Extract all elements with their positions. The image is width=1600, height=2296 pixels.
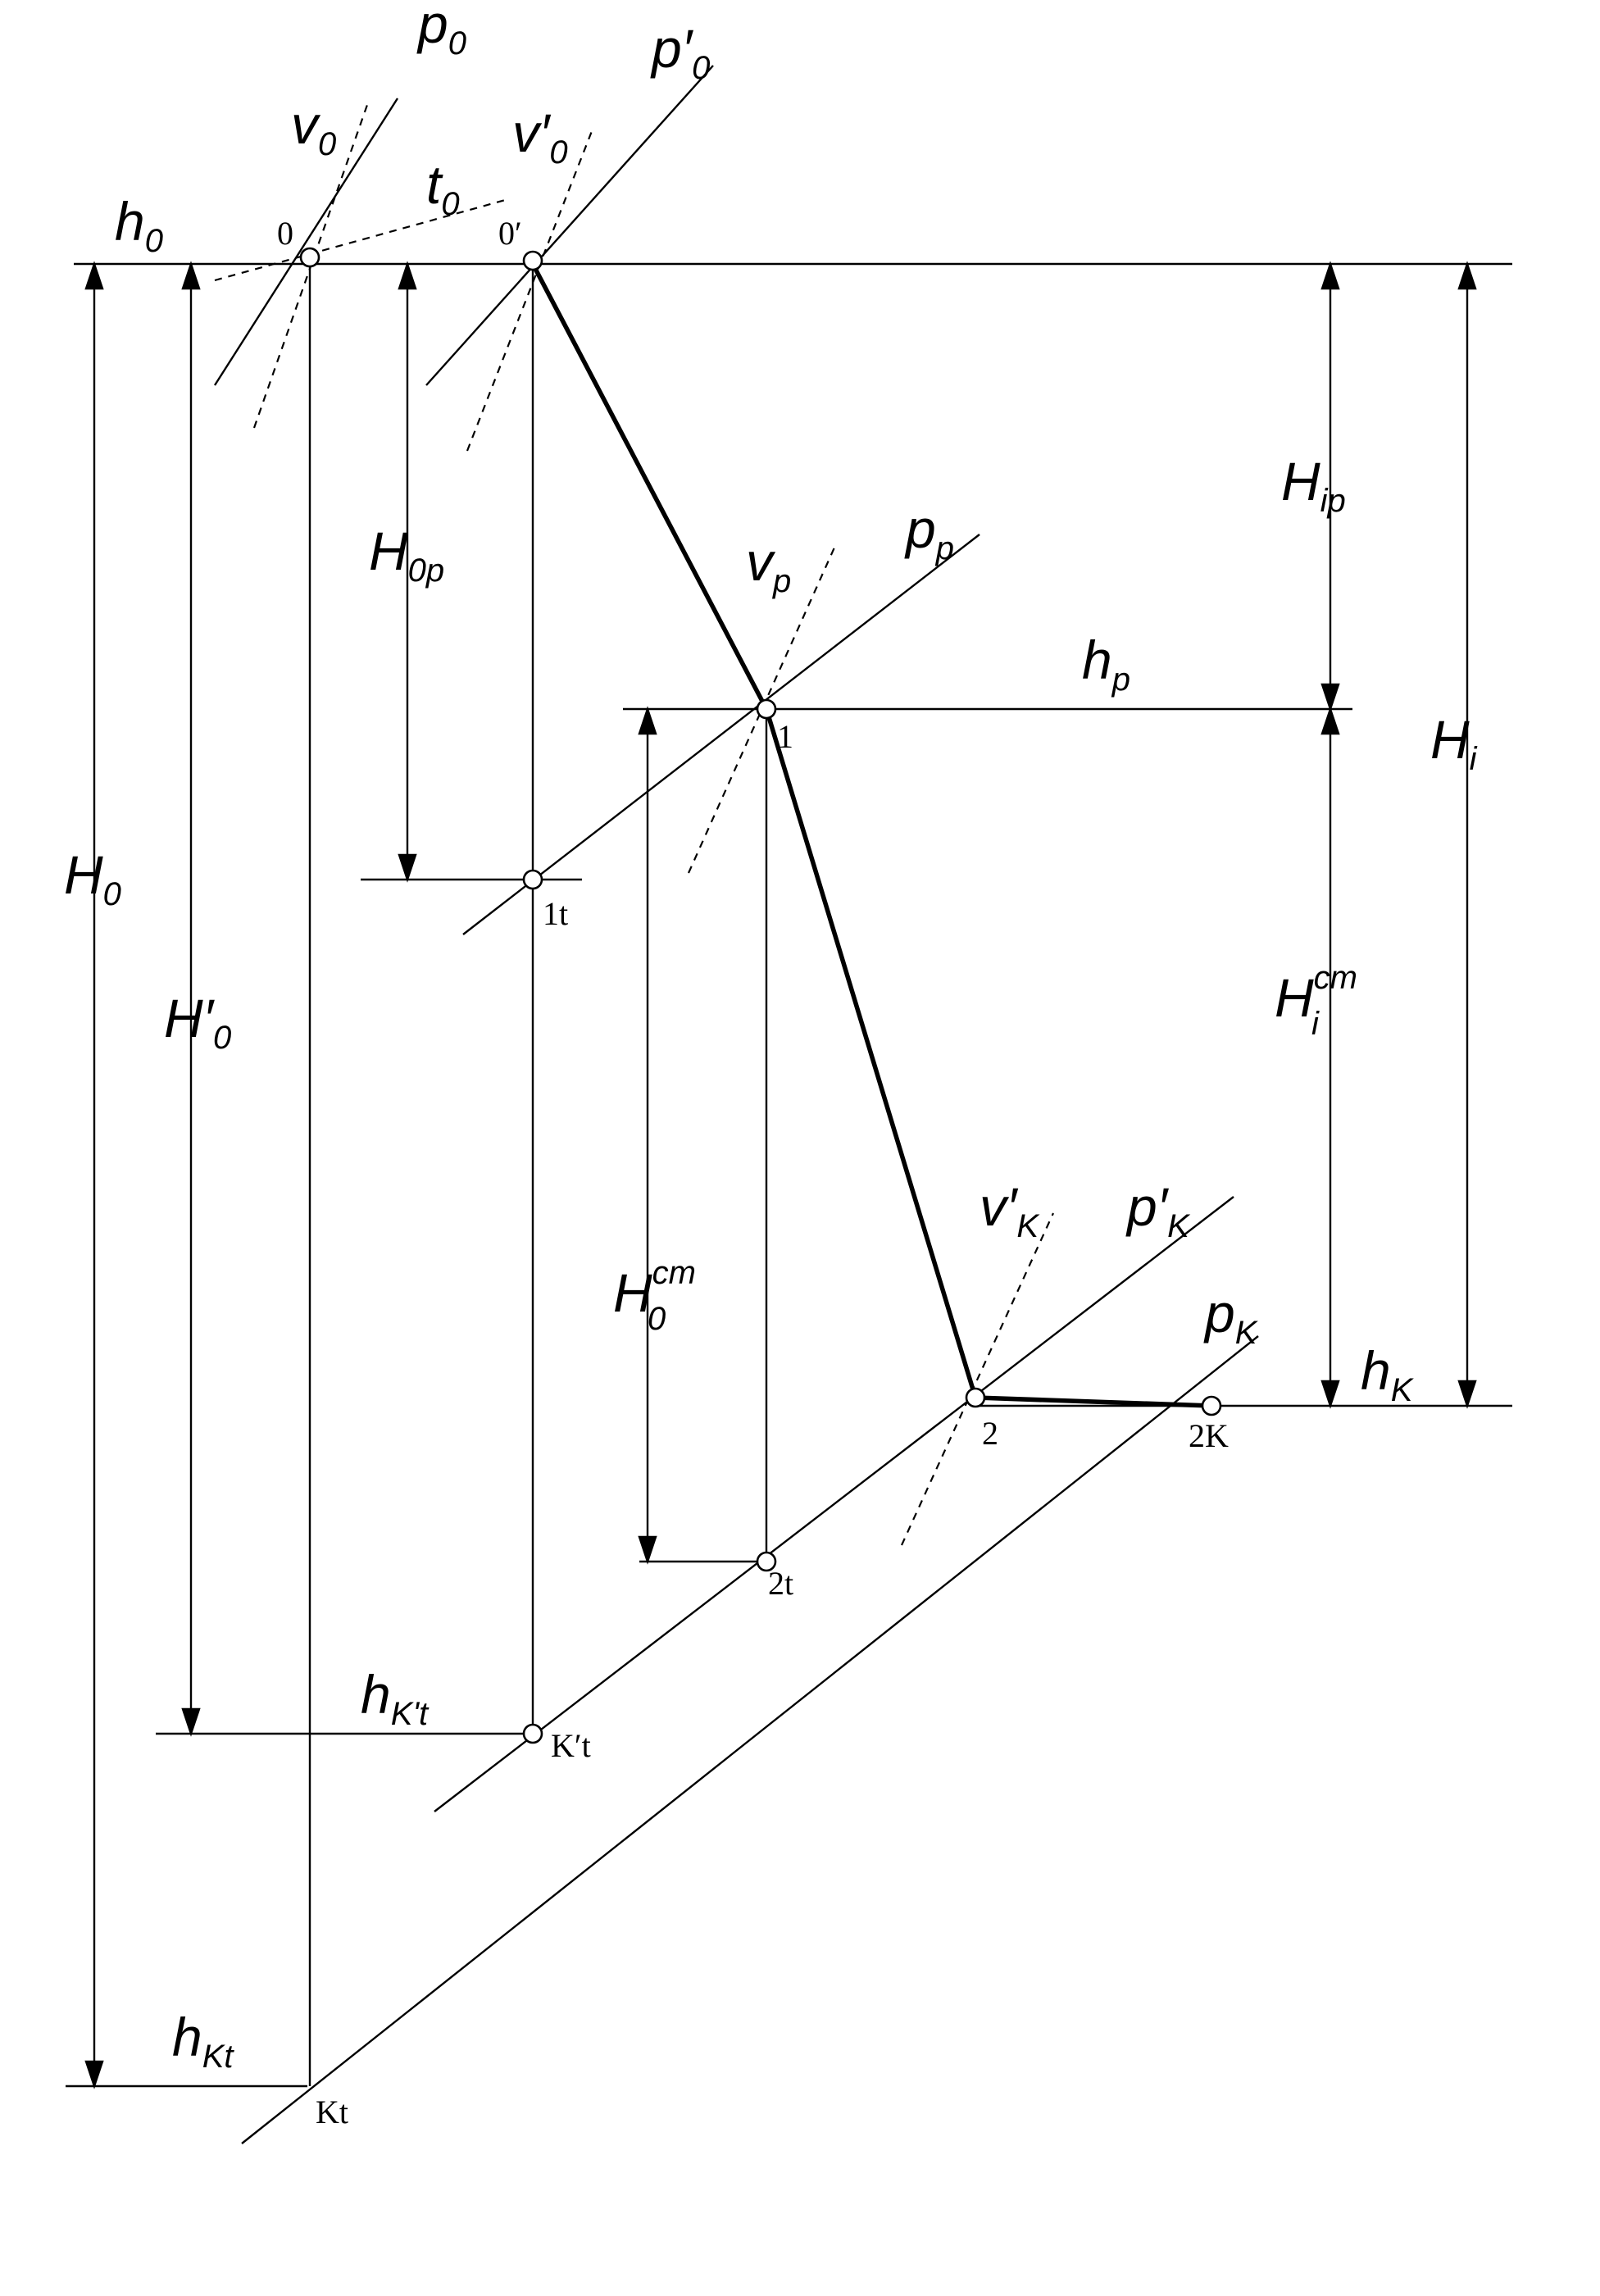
isochore-v0-prime — [466, 130, 593, 452]
label-point-1: 1 — [777, 718, 793, 755]
isobar-pp — [462, 534, 980, 935]
isotherm-t0 — [214, 198, 509, 282]
label-h0: h0 — [115, 191, 163, 259]
point-1-marker — [756, 698, 777, 720]
isochore-vk-prime — [900, 1212, 1055, 1546]
label-H0: H0 — [64, 844, 121, 912]
label-vk-prime: v′K — [980, 1176, 1040, 1244]
point-0prime-marker — [522, 250, 543, 271]
label-t0: t0 — [426, 154, 460, 222]
isobar-pk — [241, 1335, 1259, 2144]
point-2-marker — [965, 1387, 986, 1408]
label-point-2k: 2K — [1189, 1417, 1229, 1454]
label-hkt: hKt — [172, 2007, 234, 2075]
label-Hip: Hip — [1281, 451, 1346, 519]
label-Hi-cm-sub: i — [1311, 1006, 1320, 1042]
point-0-marker — [299, 247, 320, 268]
label-point-1t: 1t — [543, 895, 568, 932]
label-point-kt: Kt — [316, 2094, 348, 2130]
isobar-p0-prime — [425, 65, 714, 386]
label-hkt-prime: hK't — [361, 1664, 430, 1732]
label-H0-prime: H′0 — [164, 988, 231, 1056]
label-pk-prime: p′K — [1125, 1176, 1191, 1244]
label-point-0prime: 0′ — [498, 215, 522, 252]
label-Hi-cm: Hcm — [1275, 960, 1357, 1028]
label-v0: v0 — [291, 94, 336, 162]
label-pk: pK — [1203, 1283, 1259, 1351]
label-Hi: Hi — [1430, 709, 1478, 777]
label-H0-cm-sub: 0 — [648, 1301, 666, 1337]
label-v0-prime: v′0 — [512, 102, 568, 170]
label-point-2t: 2t — [768, 1565, 793, 1602]
label-point-kprime-t: K′t — [551, 1727, 591, 1764]
isochore-vp — [687, 547, 836, 874]
label-H0p: H0p — [369, 521, 444, 589]
label-H0-cm: Hcm — [613, 1255, 696, 1323]
isobar-p0 — [213, 98, 399, 386]
label-pp: pp — [904, 498, 954, 566]
expansion-process-line — [530, 261, 1214, 1408]
dimension-arrows — [84, 261, 1477, 2089]
label-p0: p0 — [416, 0, 466, 61]
isobar-pk-prime — [434, 1196, 1234, 1812]
label-hp: hp — [1082, 630, 1130, 698]
point-2k-marker — [1201, 1395, 1222, 1416]
label-hk: hK — [1361, 1340, 1415, 1408]
point-2t-marker — [756, 1551, 777, 1572]
point-1t-marker — [522, 869, 543, 890]
label-point-0: 0 — [277, 215, 293, 252]
label-p0-prime: p′0 — [650, 18, 710, 86]
label-point-2: 2 — [982, 1415, 998, 1452]
point-kprime-t-marker — [522, 1723, 543, 1744]
label-vp: vp — [746, 531, 791, 599]
